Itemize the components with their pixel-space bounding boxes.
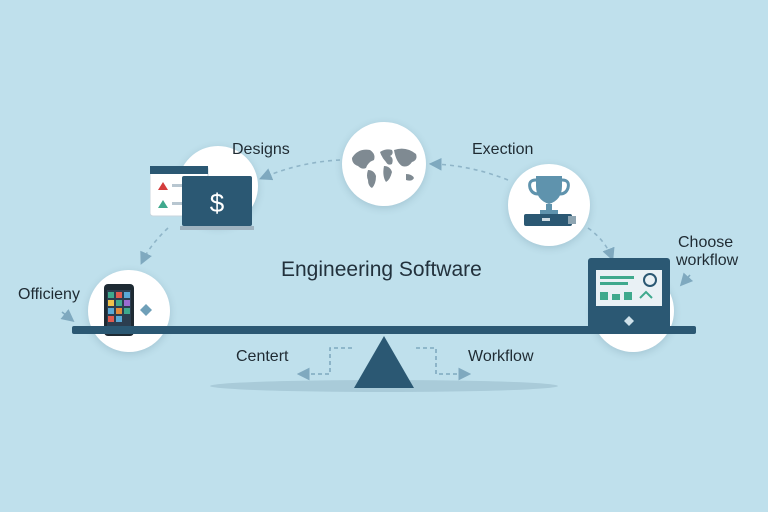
trophy-icon	[524, 176, 576, 226]
label-designs: Designs	[232, 141, 290, 158]
label-workflow: Workflow	[468, 348, 534, 365]
dollar-monitor-icon: $	[150, 166, 254, 230]
svg-text:$: $	[210, 188, 225, 218]
label-centert: Centert	[236, 348, 289, 365]
label-workflow-2: workflow	[676, 252, 739, 269]
label-exection: Exection	[472, 141, 534, 158]
arrow-exection-to-choose	[587, 227, 615, 261]
world-circle	[342, 122, 426, 206]
label-choose: Choose	[678, 234, 734, 251]
exection-circle	[508, 164, 590, 246]
arrow-officieny-pointer	[60, 309, 75, 322]
dashboard-monitor-icon	[588, 258, 670, 330]
arrow-centert	[296, 347, 352, 381]
label-officieny: Officieny	[18, 286, 80, 303]
diagram-title: Engineering Software	[281, 258, 482, 281]
smartphone-icon	[104, 284, 152, 336]
arrow-designs-to-officieny	[140, 227, 169, 265]
arrow-world-to-designs	[259, 159, 341, 181]
arrow-to-choose-workflow	[679, 272, 694, 287]
world-map-icon	[352, 148, 417, 188]
officieny-circle	[88, 270, 170, 352]
arrow-workflow	[416, 347, 472, 381]
